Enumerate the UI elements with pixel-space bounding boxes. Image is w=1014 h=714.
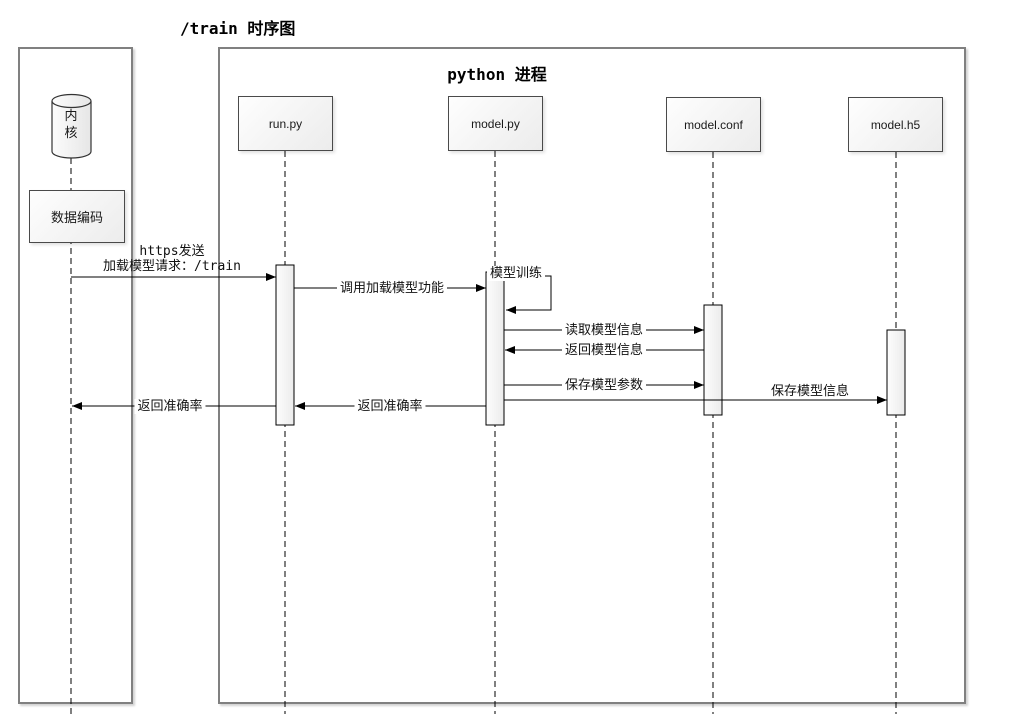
kernel-frame — [18, 47, 133, 704]
python-process-frame — [218, 47, 966, 704]
participant-data-encoding: 数据编码 — [29, 190, 125, 243]
message-save-model-info-label: 保存模型信息 — [770, 384, 850, 399]
message-save-model-params-label: 保存模型参数 — [561, 378, 647, 393]
message-model-training-selfloop — [504, 275, 552, 314]
message-load-request-label-line2: 加载模型请求：/train — [103, 259, 241, 274]
participant-model-conf: model.conf — [666, 97, 761, 152]
python-frame-title: python 进程 — [447, 65, 547, 84]
message-call-load-model-label: 调用加载模型功能 — [336, 281, 448, 296]
participant-model-h5: model.h5 — [848, 97, 943, 152]
activation-model-conf — [703, 304, 723, 416]
activation-run-py — [275, 264, 295, 426]
participant-run-py: run.py — [238, 96, 333, 151]
diagram-title: /train 时序图 — [180, 19, 296, 38]
message-return-accuracy-to-run-label: 返回准确率 — [354, 399, 426, 414]
message-read-model-info-label: 读取模型信息 — [561, 323, 647, 338]
message-return-accuracy-to-kernel-label: 返回准确率 — [134, 399, 206, 414]
message-return-model-info-label: 返回模型信息 — [561, 343, 647, 358]
message-model-training-label: 模型训练 — [487, 266, 546, 281]
kernel-database-icon — [51, 93, 92, 159]
cylinder-top — [51, 93, 92, 109]
participant-data-encoding-label: 数据编码 — [50, 210, 103, 225]
cylinder-body — [51, 101, 92, 159]
participant-model-py-label: model.py — [471, 116, 520, 131]
participant-run-py-label: run.py — [268, 116, 303, 131]
kernel-database-label: 内核 — [64, 108, 78, 140]
participant-model-h5-label: model.h5 — [870, 117, 921, 132]
message-load-request-label-line1: https发送 — [139, 244, 205, 259]
participant-model-conf-label: model.conf — [684, 117, 743, 132]
activation-model-h5 — [886, 329, 906, 416]
activation-model-py — [485, 271, 505, 426]
participant-model-py: model.py — [448, 96, 543, 151]
